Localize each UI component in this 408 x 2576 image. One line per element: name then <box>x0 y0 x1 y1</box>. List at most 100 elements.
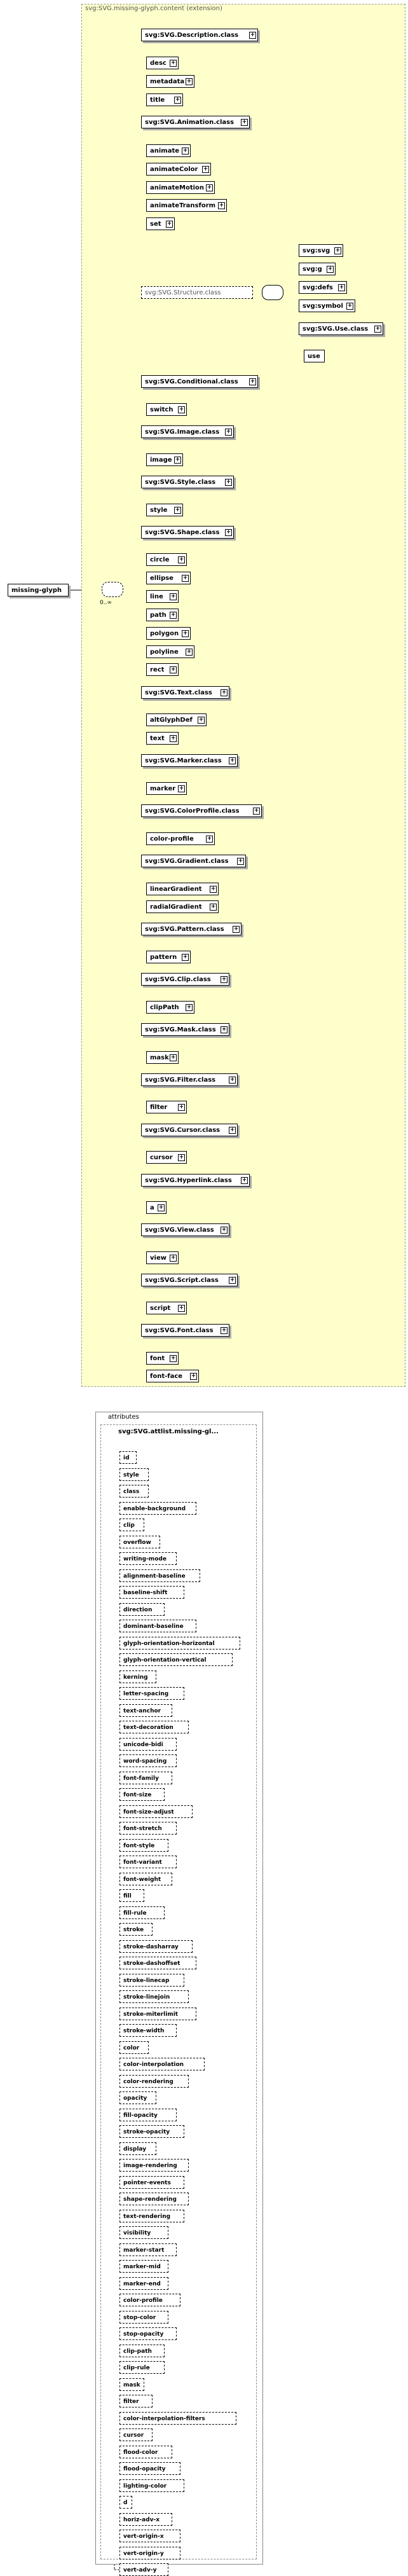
attribute-stop-opacity[interactable]: stop-opacity <box>119 2327 177 2340</box>
attribute-color-interpolation[interactable]: color-interpolation <box>119 2058 205 2070</box>
attribute-color-profile[interactable]: color-profile <box>119 2294 180 2306</box>
root-element-missing-glyph[interactable]: missing-glyph <box>8 584 69 596</box>
element-filter[interactable]: filter <box>146 1101 187 1113</box>
attribute-horiz-adv-x[interactable]: horiz-adv-x <box>119 2513 172 2526</box>
class-svg-svg-font-class[interactable]: svg:SVG.Font.class <box>141 1324 229 1337</box>
element-view[interactable]: view <box>146 1251 179 1264</box>
element-text[interactable]: text <box>146 732 179 745</box>
attribute-vert-origin-y[interactable]: vert-origin-y <box>119 2547 180 2559</box>
attribute-color[interactable]: color <box>119 2041 149 2054</box>
attribute-stroke-linejoin[interactable]: stroke-linejoin <box>119 1990 189 2003</box>
element-metadata[interactable]: metadata <box>146 75 194 88</box>
attribute-stroke-dasharray[interactable]: stroke-dasharray <box>119 1940 193 1953</box>
attribute-unicode-bidi[interactable]: unicode-bidi <box>119 1738 177 1751</box>
attribute-kerning[interactable]: kerning <box>119 1670 156 1683</box>
class-svg-svg-clip-class[interactable]: svg:SVG.Clip.class <box>141 973 229 986</box>
attribute-mask[interactable]: mask <box>119 2378 144 2391</box>
element-script[interactable]: script <box>146 1302 187 1314</box>
group-svg-svg-structure-class[interactable]: svg:SVG.Structure.class <box>141 286 253 299</box>
attribute-clip-rule[interactable]: clip-rule <box>119 2361 165 2374</box>
attribute-stroke-opacity[interactable]: stroke-opacity <box>119 2125 184 2138</box>
class-svg-svg-conditional-class[interactable]: svg:SVG.Conditional.class <box>141 375 258 388</box>
attribute-marker-start[interactable]: marker-start <box>119 2243 177 2256</box>
class-svg-svg-gradient-class[interactable]: svg:SVG.Gradient.class <box>141 855 246 867</box>
attribute-alignment-baseline[interactable]: alignment-baseline <box>119 1569 200 1582</box>
class-svg-svg-pattern-class[interactable]: svg:SVG.Pattern.class <box>141 923 241 935</box>
element-switch[interactable]: switch <box>146 403 187 416</box>
structure-use[interactable]: use <box>304 350 325 362</box>
attribute-flood-opacity[interactable]: flood-opacity <box>119 2462 180 2475</box>
attribute-vert-adv-y[interactable]: vert-adv-y <box>119 2563 168 2576</box>
attribute-word-spacing[interactable]: word-spacing <box>119 1754 177 1767</box>
attribute-glyph-orientation-horizontal[interactable]: glyph-orientation-horizontal <box>119 1637 240 1650</box>
attribute-text-anchor[interactable]: text-anchor <box>119 1704 172 1717</box>
attribute-fill-rule[interactable]: fill-rule <box>119 1906 165 1919</box>
attribute-baseline-shift[interactable]: baseline-shift <box>119 1586 184 1599</box>
element-animatemotion[interactable]: animateMotion <box>146 181 215 194</box>
structure-svg-defs[interactable]: svg:defs <box>299 281 347 294</box>
class-svg-svg-image-class[interactable]: svg:SVG.Image.class <box>141 425 234 438</box>
element-color-profile[interactable]: color-profile <box>146 832 215 845</box>
element-altglyphdef[interactable]: altGlyphDef <box>146 713 207 726</box>
attribute-font-family[interactable]: font-family <box>119 1772 172 1784</box>
element-circle[interactable]: circle <box>146 553 187 566</box>
class-svg-svg-cursor-class[interactable]: svg:SVG.Cursor.class <box>141 1124 238 1136</box>
attribute-font-stretch[interactable]: font-stretch <box>119 1822 177 1835</box>
attribute-writing-mode[interactable]: writing-mode <box>119 1552 177 1565</box>
class-svg-svg-shape-class[interactable]: svg:SVG.Shape.class <box>141 526 234 539</box>
attribute-stroke-width[interactable]: stroke-width <box>119 2024 177 2037</box>
attribute-glyph-orientation-vertical[interactable]: glyph-orientation-vertical <box>119 1653 233 1666</box>
attribute-display[interactable]: display <box>119 2142 156 2155</box>
structure-svg-svg-use-class[interactable]: svg:SVG.Use.class <box>299 322 383 335</box>
element-ellipse[interactable]: ellipse <box>146 572 191 584</box>
attribute-text-decoration[interactable]: text-decoration <box>119 1721 189 1733</box>
element-mask[interactable]: mask <box>146 1051 179 1064</box>
element-cursor[interactable]: cursor <box>146 1151 187 1164</box>
attribute-pointer-events[interactable]: pointer-events <box>119 2176 184 2189</box>
attribute-marker-mid[interactable]: marker-mid <box>119 2260 168 2273</box>
attribute-stop-color[interactable]: stop-color <box>119 2311 168 2324</box>
element-polygon[interactable]: polygon <box>146 627 191 640</box>
attribute-overflow[interactable]: overflow <box>119 1536 160 1548</box>
attribute-color-interpolation-filters[interactable]: color-interpolation-filters <box>119 2412 236 2425</box>
element-animatecolor[interactable]: animateColor <box>146 163 211 176</box>
attribute-shape-rendering[interactable]: shape-rendering <box>119 2193 189 2205</box>
attribute-cursor[interactable]: cursor <box>119 2428 153 2441</box>
attribute-lighting-color[interactable]: lighting-color <box>119 2479 184 2492</box>
attribute-clip-path[interactable]: clip-path <box>119 2345 165 2357</box>
attribute-font-variant[interactable]: font-variant <box>119 1856 177 1868</box>
attribute-filter[interactable]: filter <box>119 2395 153 2407</box>
element-animate[interactable]: animate <box>146 144 191 157</box>
element-set[interactable]: set <box>146 217 175 230</box>
element-radialgradient[interactable]: radialGradient <box>146 900 219 913</box>
class-svg-svg-animation-class[interactable]: svg:SVG.Animation.class <box>141 116 250 128</box>
element-animatetransform[interactable]: animateTransform <box>146 199 227 212</box>
element-title[interactable]: title <box>146 93 183 106</box>
attribute-color-rendering[interactable]: color-rendering <box>119 2075 189 2088</box>
attribute-class[interactable]: class <box>119 1485 149 1498</box>
element-a[interactable]: a <box>146 1201 167 1214</box>
attribute-direction[interactable]: direction <box>119 1603 165 1616</box>
attribute-visibility[interactable]: visibility <box>119 2226 168 2239</box>
class-svg-svg-description-class[interactable]: svg:SVG.Description.class <box>141 29 258 41</box>
element-marker[interactable]: marker <box>146 782 187 795</box>
class-svg-svg-hyperlink-class[interactable]: svg:SVG.Hyperlink.class <box>141 1174 250 1187</box>
element-polyline[interactable]: polyline <box>146 645 194 658</box>
class-svg-svg-script-class[interactable]: svg:SVG.Script.class <box>141 1274 238 1286</box>
attribute-fill[interactable]: fill <box>119 1889 144 1902</box>
element-lineargradient[interactable]: linearGradient <box>146 883 219 895</box>
structure-svg-g[interactable]: svg:g <box>299 263 336 275</box>
attribute-opacity[interactable]: opacity <box>119 2091 156 2104</box>
element-font[interactable]: font <box>146 1352 179 1365</box>
class-svg-svg-mask-class[interactable]: svg:SVG.Mask.class <box>141 1023 229 1036</box>
structure-svg-symbol[interactable]: svg:symbol <box>299 300 355 312</box>
element-path[interactable]: path <box>146 609 179 621</box>
attribute-stroke-dashoffset[interactable]: stroke-dashoffset <box>119 1957 196 1969</box>
class-svg-svg-view-class[interactable]: svg:SVG.View.class <box>141 1223 229 1236</box>
attribute-image-rendering[interactable]: image-rendering <box>119 2159 189 2172</box>
attribute-font-size[interactable]: font-size <box>119 1788 165 1801</box>
attribute-stroke[interactable]: stroke <box>119 1923 153 1936</box>
attribute-font-size-adjust[interactable]: font-size-adjust <box>119 1805 193 1818</box>
attribute-d[interactable]: d <box>119 2496 132 2509</box>
attribute-stroke-miterlimit[interactable]: stroke-miterlimit <box>119 2008 196 2020</box>
